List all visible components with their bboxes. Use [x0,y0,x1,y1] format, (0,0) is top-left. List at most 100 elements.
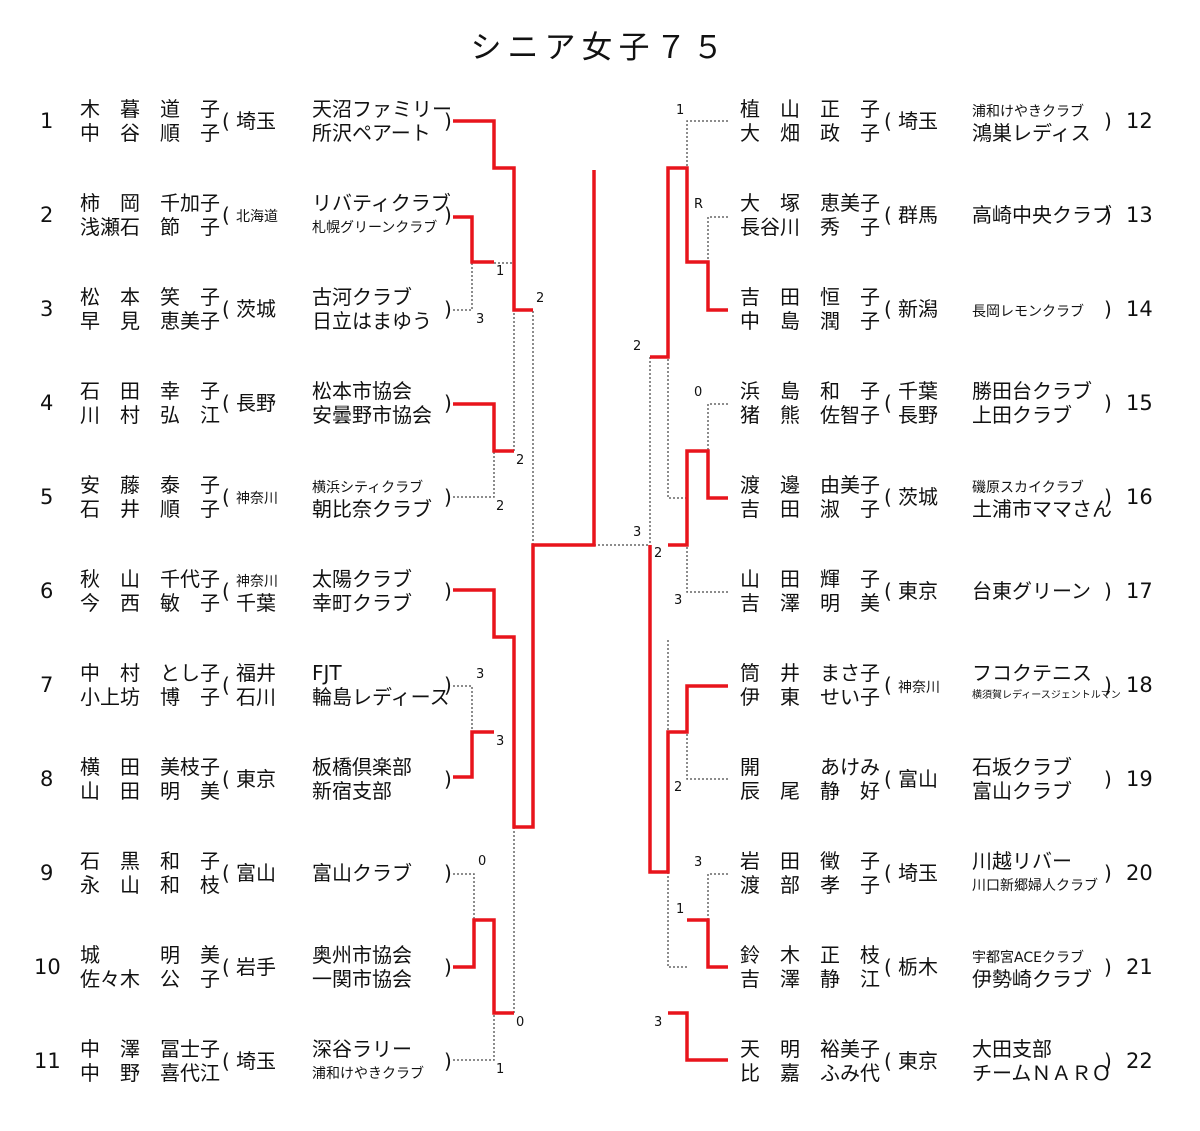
club-2: 浦和けやきクラブ [312,1066,424,1082]
club-1: 浦和けやきクラブ [972,104,1084,120]
paren-open: ( [222,485,230,509]
paren-open: ( [884,861,892,885]
player-1-name: 開 あけみ [740,755,880,779]
club-2: 一関市協会 [312,967,412,991]
player-1-name: 鈴 木 正 枝 [740,943,880,967]
prefecture-2: 千葉 [236,591,276,615]
seed-number: 8 [40,767,54,791]
club-2: 富山クラブ [972,779,1072,803]
player-2-name: 辰 尾 静 好 [740,779,880,803]
club-1: 松本市協会 [312,379,412,403]
seed-number: 9 [40,861,54,885]
match-score: 0 [478,854,487,869]
player-2-name: 石 井 順 子 [80,497,220,521]
prefecture-1: 神奈川 [236,574,278,590]
match-score: 0 [516,1015,525,1030]
paren-open: ( [884,767,892,791]
prefecture-1: 北海道 [236,209,278,225]
player-2-name: 長谷川 秀 子 [740,215,880,239]
player-1-name: 中 村 とし子 [80,661,220,685]
player-1-name: 筒 井 まさ子 [740,661,880,685]
paren-close: ) [444,203,452,227]
match-score: 2 [674,780,683,795]
match-score: 2 [496,499,505,514]
club-2: 横須賀レディースジェントルマン [972,690,1121,701]
club-2: 幸町クラブ [312,591,412,615]
left-winner-lines [453,119,596,1015]
paren-close: ) [1104,579,1112,603]
player-2-name: 伊 東 せい子 [740,685,880,709]
prefecture-1: 埼玉 [898,109,938,133]
paren-open: ( [222,579,230,603]
club-2: チームＮＡＲＯ [972,1061,1112,1085]
match-score: 1 [496,1062,505,1077]
player-1-name: 中 澤 冨士子 [80,1037,220,1061]
prefecture-1: 茨城 [236,297,276,321]
club-1: 奥州市協会 [312,943,412,967]
club-1: 横浜シティクラブ [312,480,424,496]
seed-number: 11 [34,1049,61,1073]
club-1: 太陽クラブ [312,567,412,591]
club-2: 輪島レディース [312,685,450,709]
club-2: 上田クラブ [972,403,1072,427]
paren-open: ( [222,391,230,415]
player-2-name: 佐々木 公 子 [80,967,220,991]
paren-close: ) [444,955,452,979]
club-1: 天沼ファミリー [312,97,452,121]
club-1: 高崎中央クラブ [972,203,1112,227]
club-1: 宇都宮ACEクラブ [972,950,1084,966]
seed-number: 2 [40,203,54,227]
seed-number: 12 [1126,109,1153,133]
club-2: 日立はまゆう [312,309,432,333]
paren-close: ) [444,767,452,791]
paren-close: ) [444,485,452,509]
paren-open: ( [222,203,230,227]
seed-number: 13 [1126,203,1153,227]
paren-close: ) [444,1049,452,1073]
prefecture-1: 栃木 [898,955,938,979]
paren-close: ) [1104,203,1112,227]
club-2: 伊勢崎クラブ [972,967,1092,991]
prefecture-1: 東京 [236,767,276,791]
paren-open: ( [884,579,892,603]
seed-number: 18 [1126,673,1153,697]
right-loser-lines [649,120,728,968]
paren-open: ( [884,485,892,509]
prefecture-2: 長野 [898,403,938,427]
prefecture-1: 神奈川 [898,680,940,696]
match-score: 3 [476,667,485,682]
player-2-name: 小上坊 博 子 [80,685,220,709]
seed-number: 17 [1126,579,1153,603]
player-2-name: 今 西 敏 子 [80,591,220,615]
prefecture-1: 富山 [236,861,276,885]
paren-open: ( [222,109,230,133]
paren-close: ) [444,109,452,133]
match-score: 2 [536,291,545,306]
page-title: シニア女子７５ [470,30,730,66]
club-1: 深谷ラリー [312,1037,412,1061]
match-score: 2 [654,546,663,561]
club-1: 川越リバー [972,849,1072,873]
seed-number: 15 [1126,391,1153,415]
club-2: 安曇野市協会 [312,403,432,427]
match-score: 1 [676,103,685,118]
player-1-name: 山 田 輝 子 [740,567,880,591]
player-2-name: 川 村 弘 江 [80,403,220,427]
paren-open: ( [884,391,892,415]
seed-number: 14 [1126,297,1153,321]
paren-close: ) [1104,955,1112,979]
prefecture-1: 茨城 [898,485,938,509]
seed-number: 6 [40,579,54,603]
match-score: 1 [496,264,505,279]
prefecture-1: 埼玉 [236,1049,276,1073]
player-2-name: 吉 田 淑 子 [740,497,880,521]
seed-number: 3 [40,297,54,321]
club-1: 大田支部 [972,1037,1052,1061]
seed-number: 22 [1126,1049,1153,1073]
player-2-name: 中 島 潤 子 [740,309,880,333]
player-1-name: 松 本 笑 子 [80,285,220,309]
prefecture-1: 新潟 [898,297,938,321]
prefecture-1: 千葉 [898,379,938,403]
player-2-name: 渡 部 孝 子 [740,873,880,897]
